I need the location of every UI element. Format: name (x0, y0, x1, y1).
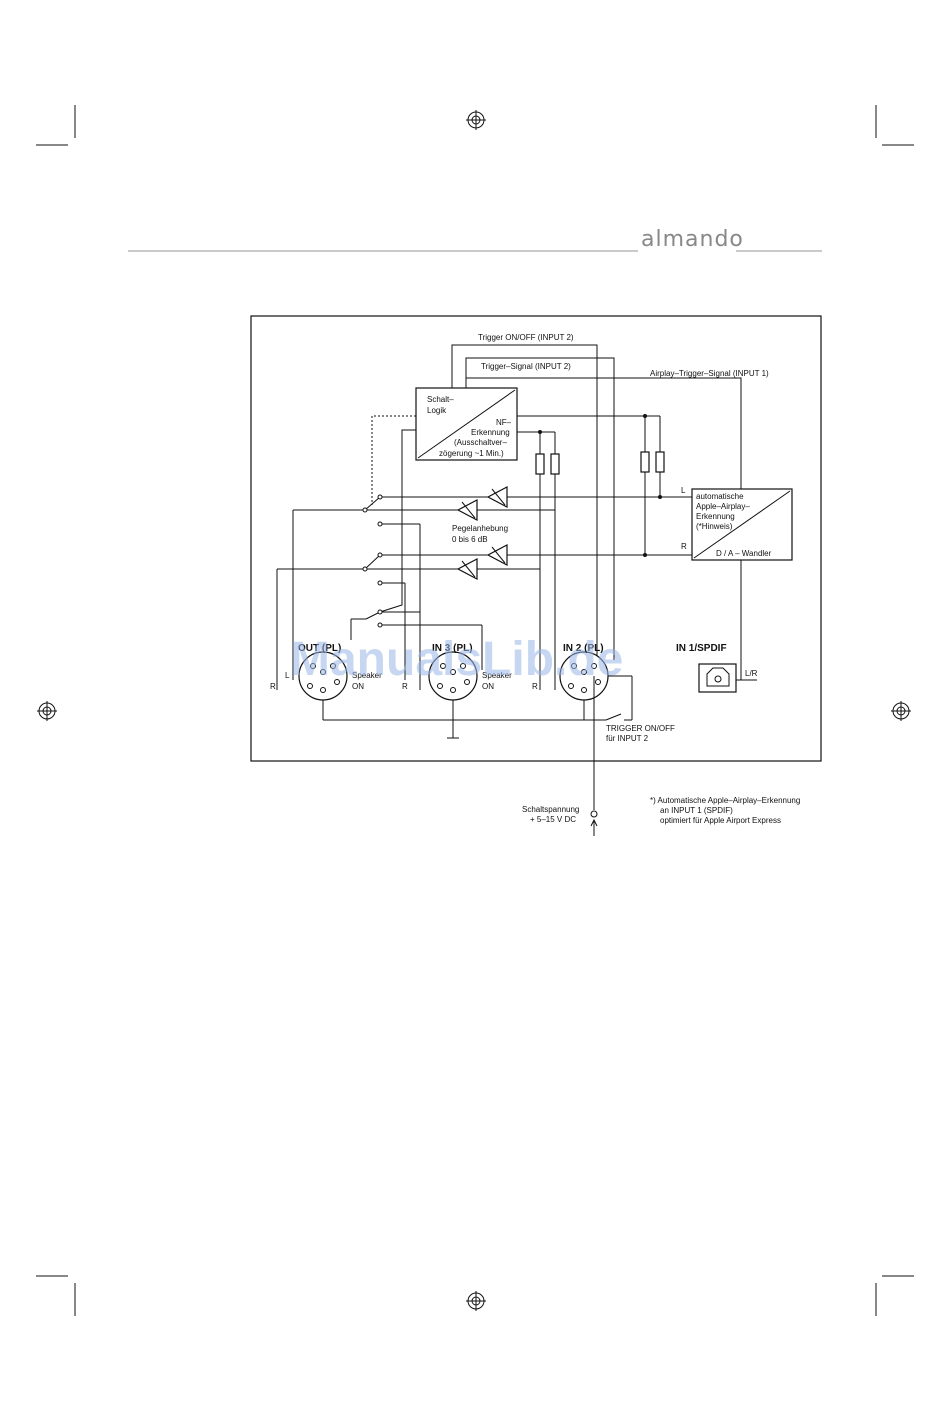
logic-label-1: Schalt– (427, 395, 454, 404)
speaker-label-in3-2: ON (482, 682, 494, 691)
nf-label-4: zögerung ~1 Min.) (439, 449, 504, 458)
airplay-label-3: Erkennung (696, 512, 735, 521)
resistors (535, 451, 665, 475)
label-trigger-signal: Trigger–Signal (INPUT 2) (481, 362, 571, 371)
channel-r-label: R (681, 542, 687, 551)
nf-label-2: Erkennung (471, 428, 510, 437)
pegel-label-2: 0 bis 6 dB (452, 535, 488, 544)
note-line-2: an INPUT 1 (SPDIF) (660, 806, 733, 815)
ground-lines (322, 675, 633, 810)
control-line-dotted (371, 415, 416, 505)
amplifiers (456, 486, 508, 580)
spdif-lr-label: L/R (745, 669, 758, 678)
in3-r-label: R (402, 682, 408, 691)
out-l-label: L (285, 671, 290, 680)
logic-label-2: Logik (427, 406, 447, 415)
watermark: ManualsLib.de (290, 633, 623, 686)
diagram-frame (250, 315, 822, 762)
registration-marks (37, 110, 911, 1311)
connector-out-label: OUT (PL) (298, 643, 341, 654)
label-trigger-onoff: Trigger ON/OFF (INPUT 2) (478, 333, 574, 342)
trigger-switch-label-2: für INPUT 2 (606, 734, 649, 743)
airplay-label-4: (*Hinweis) (696, 522, 733, 531)
connector-in3-label: IN 3 (PL) (432, 643, 473, 654)
pegel-label-1: Pegelanhebung (452, 524, 508, 533)
supply-label-1: Schaltspannung (522, 805, 579, 814)
brand-logo: almando (641, 227, 744, 252)
speaker-label-out-1: Speaker (352, 671, 382, 680)
nf-label-3: (Ausschaltver– (454, 438, 507, 447)
airplay-label-1: automatische (696, 492, 744, 501)
note-line-1: *) Automatische Apple–Airplay–Erkennung (650, 796, 800, 805)
note-line-3: optimiert für Apple Airport Express (660, 816, 781, 825)
detection-bus (517, 415, 661, 690)
dac-label: D / A – Wandler (716, 549, 772, 558)
selector-switches (350, 496, 483, 690)
out-r-label: R (270, 682, 276, 691)
connector-in1-label: IN 1/SPDIF (676, 643, 727, 654)
channel-l-label: L (681, 486, 686, 495)
speaker-label-out-2: ON (352, 682, 364, 691)
signal-bus (276, 496, 692, 690)
airplay-label-2: Apple–Airplay– (696, 502, 750, 511)
crop-marks (36, 105, 914, 1316)
connector-in2-label: IN 2 (PL) (563, 643, 604, 654)
speaker-label-in3-1: Speaker (482, 671, 512, 680)
supply-terminal (590, 810, 598, 836)
label-airplay-trigger: Airplay–Trigger–Signal (INPUT 1) (650, 369, 769, 378)
supply-label-2: + 5–15 V DC (530, 815, 576, 824)
spdif-connector (698, 663, 757, 693)
trigger-switch-label-1: TRIGGER ON/OFF (606, 724, 675, 733)
nf-label-1: NF– (496, 418, 512, 427)
in2-r-label: R (532, 682, 538, 691)
